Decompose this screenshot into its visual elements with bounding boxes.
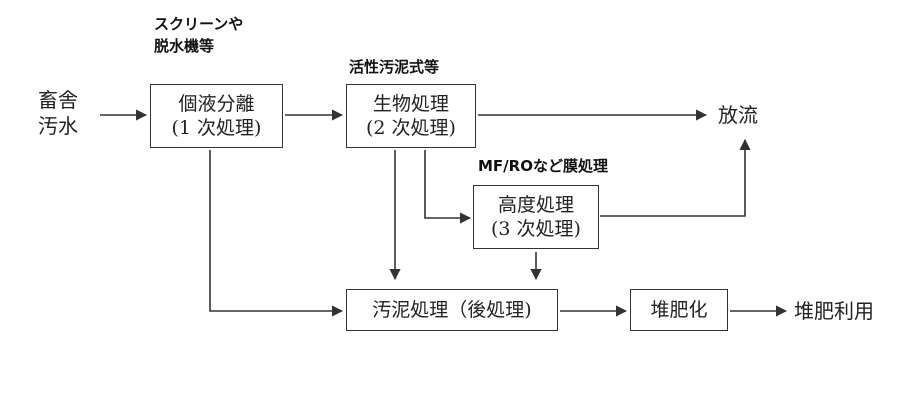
output-compost-use: 堆肥利用 [794, 299, 874, 323]
box-biological-title: 生物処理 [372, 93, 449, 115]
box-compost-label: 堆肥化 [650, 299, 708, 321]
box-biological-stage: (2 次処理) [366, 117, 456, 139]
note-stage1-line1: スクリーンや [154, 15, 244, 33]
box-sludge: 汚泥処理（後処理) [346, 289, 558, 331]
arrow-separation-to-sludge [209, 150, 344, 317]
box-advanced: 高度処理 (3 次処理) [473, 185, 599, 249]
note-stage3: MF/ROなど膜処理 [478, 157, 608, 175]
note-stage2: 活性汚泥式等 [349, 58, 440, 76]
output-discharge: 放流 [718, 103, 758, 127]
note-stage1: スクリーンや 脱水機等 [154, 13, 243, 57]
arrow-advanced-to-discharge [600, 138, 751, 217]
input-line2: 汚水 [38, 114, 78, 138]
input-label: 畜舎 汚水 [38, 87, 78, 139]
box-sludge-label: 汚泥処理（後処理) [372, 299, 532, 321]
box-biological: 生物処理 (2 次処理) [346, 84, 476, 148]
box-separation-stage: (1 次処理) [171, 117, 262, 139]
input-line1: 畜舎 [38, 88, 78, 112]
box-separation: 個液分離 (1 次処理) [150, 84, 283, 148]
box-advanced-stage: (3 次処理) [491, 218, 581, 240]
box-separation-title: 個液分離 [178, 93, 255, 115]
arrow-biological-to-advanced [424, 150, 472, 224]
box-compost: 堆肥化 [630, 289, 728, 331]
note-stage1-line2: 脱水機等 [154, 37, 215, 55]
box-advanced-title: 高度処理 [497, 194, 574, 216]
